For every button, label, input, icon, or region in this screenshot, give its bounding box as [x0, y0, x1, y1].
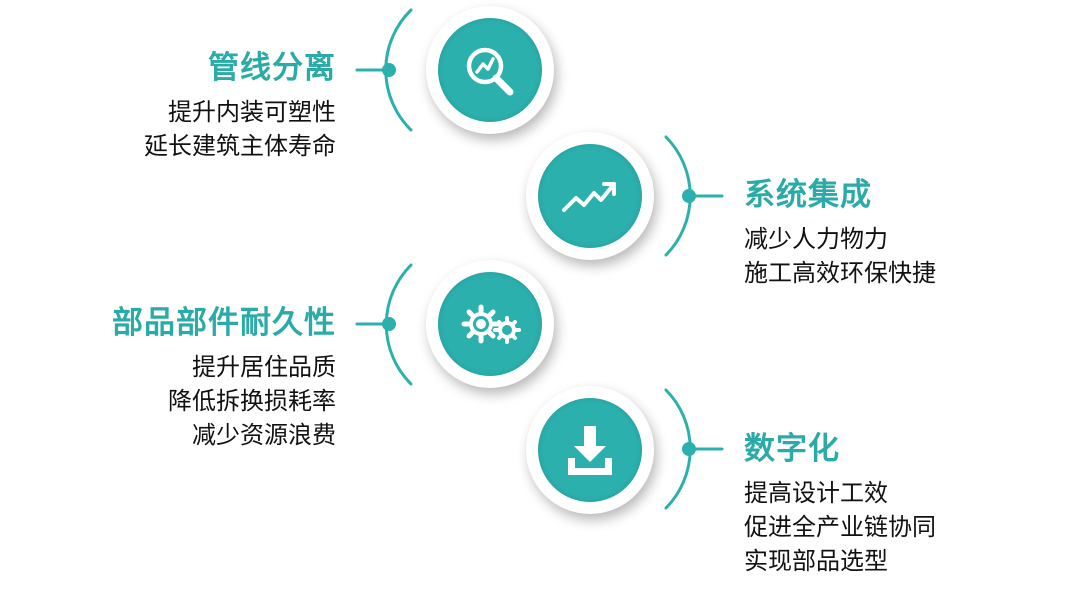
node-4 — [526, 386, 654, 514]
node-4-disc — [538, 398, 642, 502]
gears-icon — [461, 304, 521, 344]
item-4-title: 数字化 — [744, 431, 840, 467]
item-1-line-1: 提升内装可塑性 — [168, 98, 336, 126]
item-3-label: 部品部件耐久性 提升居住品质 降低拆换损耗率 减少资源浪费 — [0, 304, 336, 452]
item-4-line-3: 实现部品选型 — [744, 547, 888, 575]
node-3 — [426, 260, 554, 388]
trend-up-icon — [562, 182, 616, 212]
item-4-line-1: 提高设计工效 — [744, 479, 888, 507]
connector-dot-4 — [682, 442, 696, 456]
node-3-disc — [438, 272, 542, 376]
connector-dot-3 — [382, 317, 396, 331]
item-1-lines: 提升内装可塑性 延长建筑主体寿命 — [0, 95, 336, 163]
connector-dot-2 — [682, 189, 696, 203]
node-2-disc — [538, 144, 642, 248]
node-2 — [526, 132, 654, 260]
item-1-line-2: 延长建筑主体寿命 — [144, 132, 336, 160]
connector-dot-1 — [382, 63, 396, 77]
item-2-line-1: 减少人力物力 — [744, 225, 888, 253]
item-3-lines: 提升居住品质 降低拆换损耗率 减少资源浪费 — [0, 350, 336, 452]
item-4-label: 数字化 提高设计工效 促进全产业链协同 实现部品选型 — [744, 430, 1080, 578]
item-2-title: 系统集成 — [744, 177, 872, 213]
item-2-line-2: 施工高效环保快捷 — [744, 259, 936, 287]
item-4-line-2: 促进全产业链协同 — [744, 513, 936, 541]
node-1 — [426, 6, 554, 134]
item-1-title: 管线分离 — [208, 50, 336, 86]
download-icon — [568, 426, 612, 475]
search-chart-icon — [466, 47, 514, 96]
item-3-title: 部品部件耐久性 — [112, 305, 336, 341]
item-2-lines: 减少人力物力 施工高效环保快捷 — [744, 222, 1080, 290]
item-1-label: 管线分离 提升内装可塑性 延长建筑主体寿命 — [0, 49, 336, 163]
item-3-line-3: 减少资源浪费 — [192, 421, 336, 449]
item-3-line-2: 降低拆换损耗率 — [168, 387, 336, 415]
item-4-lines: 提高设计工效 促进全产业链协同 实现部品选型 — [744, 476, 1080, 578]
item-3-line-1: 提升居住品质 — [192, 353, 336, 381]
node-1-disc — [438, 18, 542, 122]
item-2-label: 系统集成 减少人力物力 施工高效环保快捷 — [744, 176, 1080, 290]
